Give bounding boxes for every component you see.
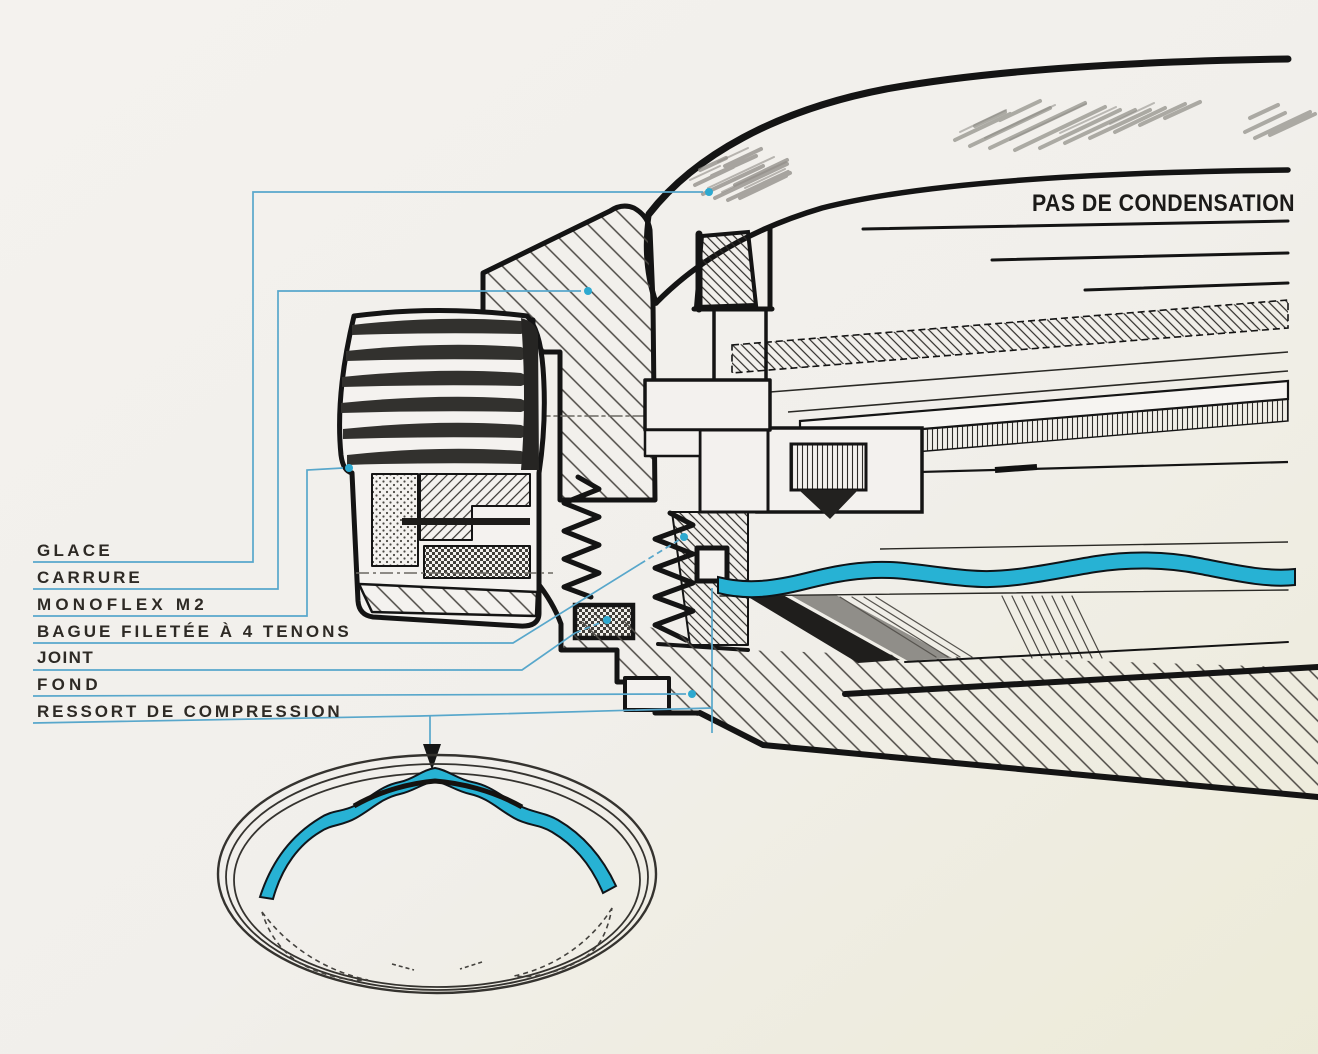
label-fond: FOND	[37, 675, 99, 694]
crown-section	[337, 308, 553, 629]
dial-and-movement-layers	[731, 299, 1290, 550]
tenon-lug	[694, 545, 730, 584]
label-bague: BAGUE FILETÉE À 4 TENONS	[37, 622, 350, 641]
callout-dots	[345, 188, 713, 698]
crown-flutes	[341, 318, 536, 465]
compression-spring-wave	[717, 551, 1296, 599]
no-condensation-caption: PAS DE CONDENSATION	[1032, 190, 1295, 217]
flange-strip	[731, 299, 1289, 374]
glass-seat-ring	[536, 225, 775, 417]
screw-tip	[799, 490, 858, 519]
thread-profile-right	[652, 510, 696, 643]
screw-head	[789, 442, 868, 492]
threaded-ring-section	[561, 378, 772, 652]
glass-reflection-hatching	[689, 99, 1317, 202]
label-joint: JOINT	[37, 648, 94, 667]
label-carrure: CARRURE	[37, 568, 141, 587]
label-column: GLACE CARRURE MONOFLEX M2 BAGUE FILETÉE …	[37, 541, 350, 721]
label-monoflex: MONOFLEX M2	[37, 595, 205, 614]
label-ressort: RESSORT DE COMPRESSION	[37, 702, 341, 721]
crown-edge-face	[521, 318, 539, 470]
thread-profile-left	[561, 474, 602, 600]
carrure-section	[480, 203, 658, 503]
leader-lines	[32, 191, 713, 744]
down-arrow-icon	[423, 744, 441, 770]
hidden-tenon-slot-right	[513, 907, 613, 978]
threaded-ring-3d-view	[216, 753, 658, 995]
label-glace: GLACE	[37, 541, 111, 560]
ring-spring-wave	[258, 766, 618, 901]
hidden-tenon-slot-left	[261, 911, 369, 982]
